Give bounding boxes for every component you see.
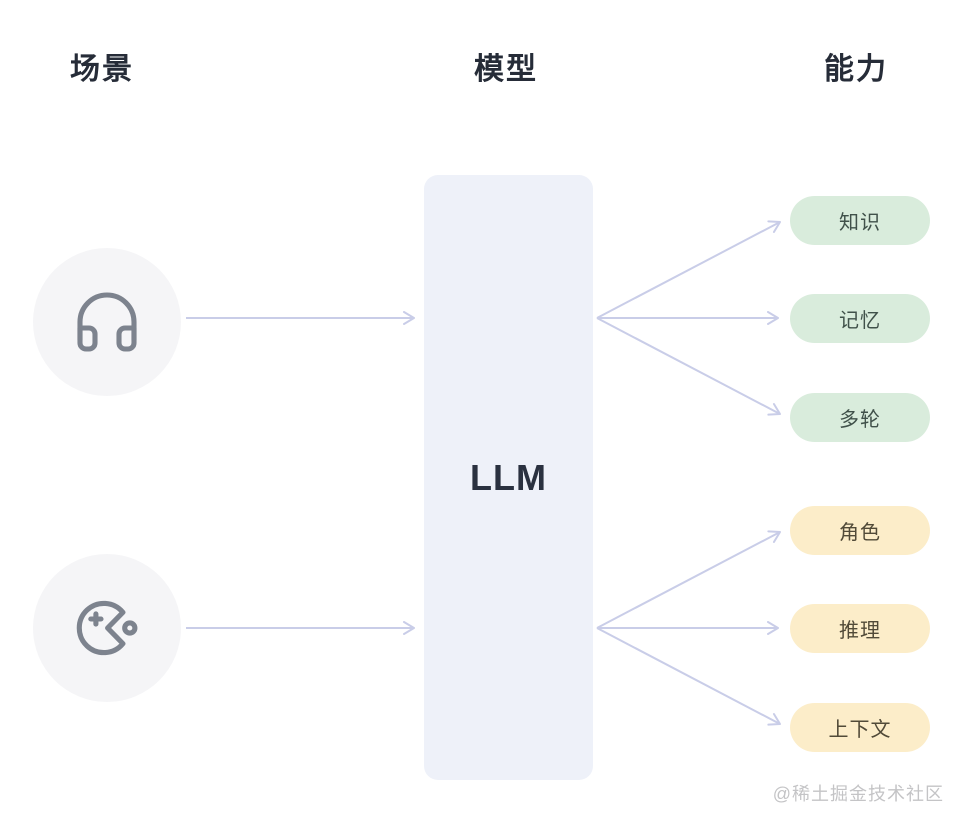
capability-pill-context: 上下文 [790,703,930,752]
capability-pill-multiturn: 多轮 [790,393,930,442]
column-header-model: 模型 [474,53,538,86]
watermark-text: @稀土掘金技术社区 [772,784,944,804]
capability-pill-reasoning: 推理 [790,604,930,653]
arrow-llm-to-multiturn [596,317,781,416]
llm-model-box: LLM [424,175,593,780]
scenario-game [33,554,181,702]
arrow-llm-to-context [596,627,781,726]
arrow-llm-to-role [596,530,781,629]
column-header-scenario: 场景 [70,53,134,86]
capability-pill-knowledge: 知识 [790,196,930,245]
headphones-icon [77,292,137,352]
llm-label: LLM [470,456,547,498]
pacman-game-icon [76,600,138,656]
capability-pill-memory: 记忆 [790,294,930,343]
capability-pill-role: 角色 [790,506,930,555]
scenario-customer-service [33,248,181,396]
arrow-llm-to-knowledge [596,220,781,319]
column-header-capability: 能力 [824,53,888,86]
